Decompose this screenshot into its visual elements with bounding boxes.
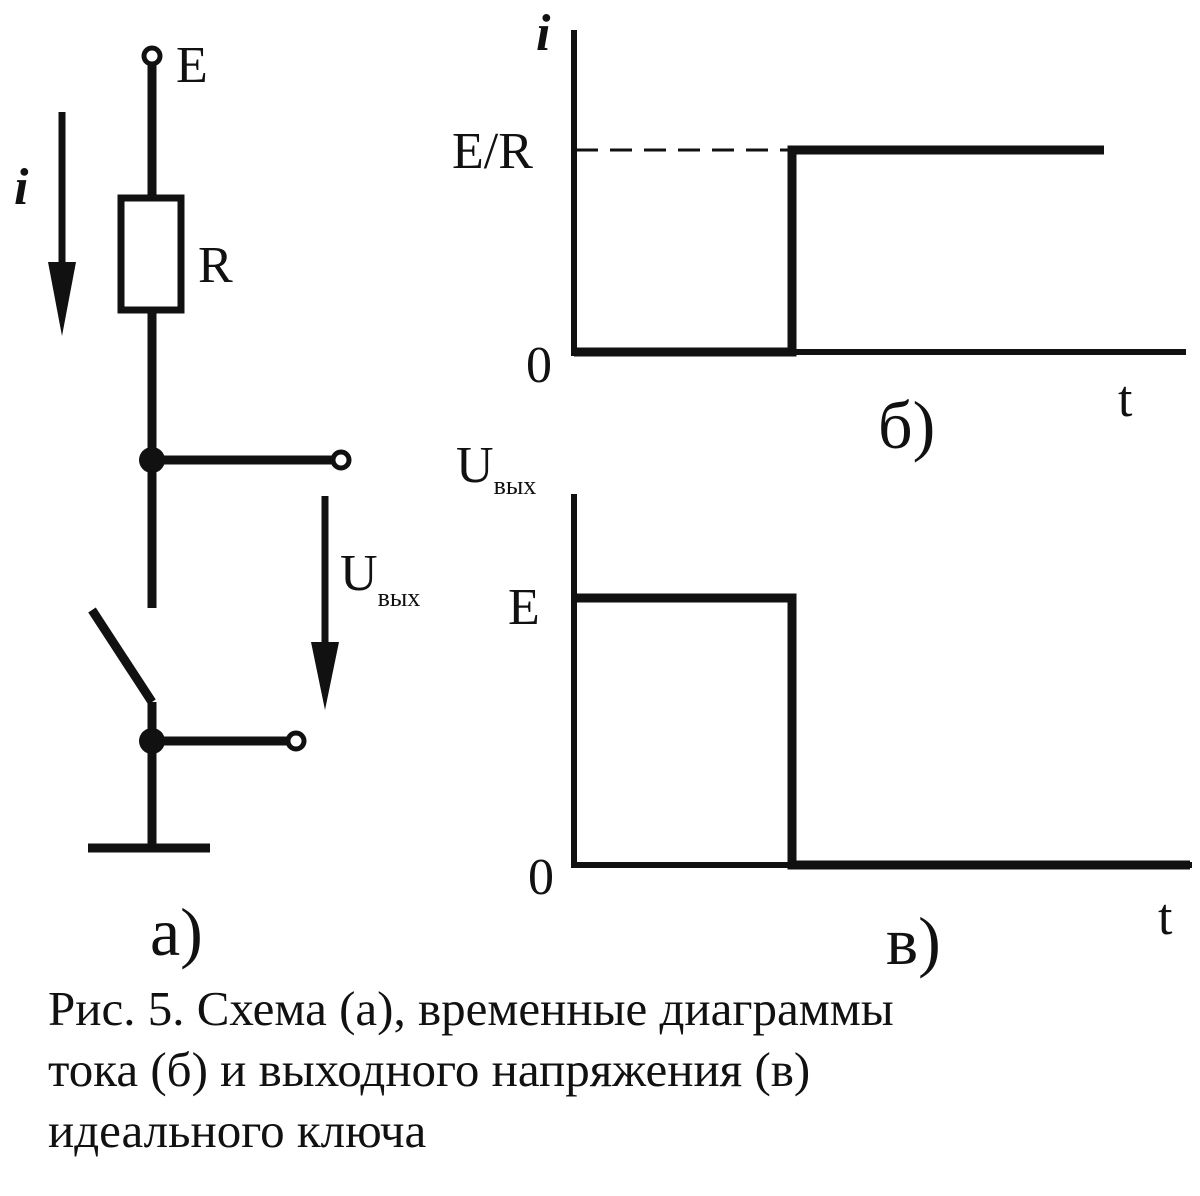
output-voltage-label-main: U [340,545,378,602]
voltage-x-axis-label: t [1158,889,1173,946]
output-voltage-arrow [311,496,339,710]
current-trace [574,145,1104,357]
supply-terminal [141,45,163,67]
current-arrow [48,112,76,336]
current-zero-label: 0 [526,337,552,394]
panel-label-b: б) [878,387,935,463]
voltage-y-axis-label-sub: вых [494,471,537,500]
voltage-zero-label: 0 [528,849,554,906]
current-label: i [14,159,29,216]
current-x-axis-label: t [1118,371,1133,428]
voltage-diagram: Uвых E 0 t в) [456,437,1192,979]
voltage-trace [574,593,1190,870]
output-terminal-bottom [285,730,307,752]
resistor [117,194,185,314]
voltage-y-axis-label: Uвых [456,437,536,500]
caption-line-2: тока (б) и выходного напряжения (в) [48,1042,811,1097]
panel-label-c: в) [886,903,941,979]
caption-line-1: Рис. 5. Схема (а), временные диаграммы [48,981,894,1036]
caption-line-3: идеального ключа [48,1103,427,1158]
current-diagram: i E/R 0 t б) [452,5,1186,463]
output-voltage-label: Uвых [340,545,420,612]
circuit-schematic [88,45,352,853]
output-voltage-label-sub: вых [378,583,421,612]
figure-caption: Рис. 5. Схема (а), временные диаграммы т… [48,978,1188,1161]
current-y-axis-label: i [536,5,551,62]
panel-label-a: а) [150,894,203,970]
supply-label: E [176,37,208,94]
voltage-y-axis-label-main: U [456,437,494,494]
output-terminal-top [330,449,352,471]
resistor-label: R [198,237,233,294]
current-level-label: E/R [452,123,533,180]
voltage-level-label: E [508,579,540,636]
switch-blade [88,607,156,705]
